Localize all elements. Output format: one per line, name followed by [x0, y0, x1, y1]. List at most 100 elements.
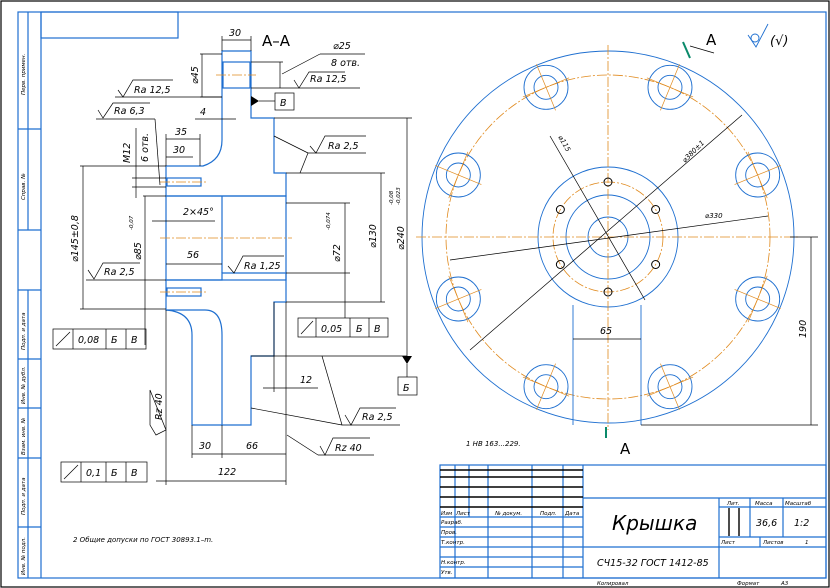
plan-view: А А ⌀115 ⌀380±1 ⌀330 65 190	[416, 31, 818, 458]
dim-190: 190	[798, 320, 809, 338]
format-label: Формат	[737, 581, 760, 587]
flange-outline	[165, 309, 222, 426]
svg-text:В: В	[374, 324, 381, 335]
svg-text:Дата: Дата	[564, 511, 580, 517]
dim-d240-tol-up: -0,08	[389, 190, 395, 205]
svg-text:0,05: 0,05	[321, 324, 342, 335]
svg-text:Масса: Масса	[755, 501, 773, 507]
dim-d72-tol: -0,074	[326, 212, 332, 230]
dim-66: 66	[246, 441, 258, 452]
roughness-ra125-top: Ra 12,5	[310, 74, 347, 85]
tolerance-frame-005: 0,05 Б В	[297, 317, 389, 338]
bolt-hole	[435, 151, 482, 199]
side-label: Инв. № дубл.	[21, 366, 27, 404]
bolt-hole	[435, 275, 482, 323]
dim-12: 12	[300, 375, 312, 386]
side-label: Взам. инв. №	[21, 417, 27, 455]
side-label: Подп. и дата	[21, 477, 27, 515]
dim-d380: ⌀380±1	[681, 139, 706, 164]
material: СЧ15-32 ГОСТ 1412-85	[597, 558, 709, 569]
tolerance-frame-01: 0,1 Б В	[60, 461, 148, 483]
dim-56: 56	[187, 250, 199, 261]
svg-text:Н.контр.: Н.контр.	[441, 560, 466, 566]
svg-text:В: В	[131, 335, 138, 346]
roughness-ra125-bore: Ra 1,25	[244, 261, 281, 272]
dim-35: 35	[175, 127, 187, 138]
svg-text:Масштаб: Масштаб	[785, 501, 812, 507]
threaded-hole	[603, 177, 613, 187]
datum-b: Б	[403, 383, 410, 394]
roughness-note: (√)	[770, 34, 788, 49]
threaded-hole	[555, 205, 565, 214]
svg-text:Изм: Изм	[441, 511, 452, 517]
part-name: Крышка	[612, 511, 697, 535]
datum-v: В	[280, 98, 287, 109]
format-value: А3	[780, 581, 789, 587]
top-left-stamp-box	[40, 11, 179, 39]
dim-d85-tol: -0,07	[129, 215, 135, 230]
dim-d45: ⌀45	[190, 66, 201, 84]
svg-text:Лист: Лист	[720, 540, 736, 546]
dim-d25: ⌀25	[333, 41, 351, 52]
hatched-upper-section	[165, 50, 287, 197]
svg-text:Б: Б	[356, 324, 363, 335]
dim-d240: ⌀240	[396, 226, 407, 250]
note-tolerances: 2 Общие допуски по ГОСТ 30893.1–m.	[73, 536, 213, 544]
roughness-ra25-left: Ra 2,5	[104, 267, 135, 278]
bolt-hole	[522, 64, 570, 111]
dim-d72: ⌀72	[332, 244, 343, 262]
scale-value: 1:2	[794, 518, 809, 529]
bolt-hole	[646, 363, 694, 410]
svg-text:Пров.: Пров.	[441, 530, 457, 536]
svg-text:Лит.: Лит.	[726, 501, 740, 507]
dim-8-holes: 8 отв.	[331, 58, 360, 69]
dim-30-thread: 30	[173, 145, 185, 156]
dim-m12: М12	[122, 143, 133, 163]
svg-text:Б: Б	[111, 468, 118, 479]
svg-text:Подп.: Подп.	[540, 511, 557, 517]
dim-d330: ⌀330	[705, 212, 723, 220]
dim-6-holes: 6 отв.	[140, 133, 151, 162]
dim-chamfer: 2×45°	[183, 207, 214, 218]
mass-value: 36,6	[756, 518, 777, 529]
svg-text:Разраб.: Разраб.	[441, 520, 463, 526]
dim-d130: ⌀130	[368, 224, 379, 248]
threaded-hole	[555, 260, 565, 269]
svg-text:Листов: Листов	[762, 540, 784, 546]
cut-label-bottom: А	[620, 440, 631, 458]
roughness-ra25-right: Ra 2,5	[328, 141, 359, 152]
side-label: Подп. и дата	[21, 312, 27, 350]
tolerance-frame-008: 0,08 Б В	[52, 328, 147, 350]
side-label: Справ. №	[21, 173, 27, 200]
dim-4: 4	[200, 107, 206, 118]
copied-label: Копировал	[597, 581, 629, 587]
cut-label-top: А	[706, 31, 717, 49]
svg-text:0,08: 0,08	[78, 335, 99, 346]
svg-text:0,1: 0,1	[86, 468, 101, 479]
dim-30-bottom: 30	[199, 441, 211, 452]
dim-122: 122	[218, 467, 236, 478]
svg-text:Б: Б	[111, 335, 118, 346]
roughness-ra25-bottom: Ra 2,5	[362, 412, 393, 423]
svg-text:№ докум.: № докум.	[494, 511, 522, 517]
sheets-value: 1	[805, 540, 809, 546]
svg-text:В: В	[131, 468, 138, 479]
svg-text:Утв.: Утв.	[441, 570, 453, 576]
dim-d145: ⌀145±0,8	[70, 215, 81, 262]
side-label: Перв. примен.	[21, 53, 27, 95]
section-dimensions: 30 ⌀45 ⌀25 8 отв. Ra 12,5 Ra 12,5 Ra 6,3…	[52, 28, 418, 485]
svg-text:Т.контр.: Т.контр.	[441, 540, 465, 546]
datum-v-box	[274, 92, 295, 111]
bolt-hole	[646, 64, 694, 111]
datum-b-box	[397, 376, 418, 396]
section-title: А–А	[262, 32, 291, 50]
section-view	[160, 50, 292, 426]
general-roughness-symbol: (√)	[747, 23, 788, 49]
side-strip: Перв. примен. Справ. № Подп. и дата Инв.…	[18, 12, 42, 578]
slot	[572, 305, 642, 425]
bolt-hole	[522, 363, 570, 410]
svg-text:Лист: Лист	[455, 511, 471, 517]
side-label: Инв. № подл.	[21, 537, 27, 575]
